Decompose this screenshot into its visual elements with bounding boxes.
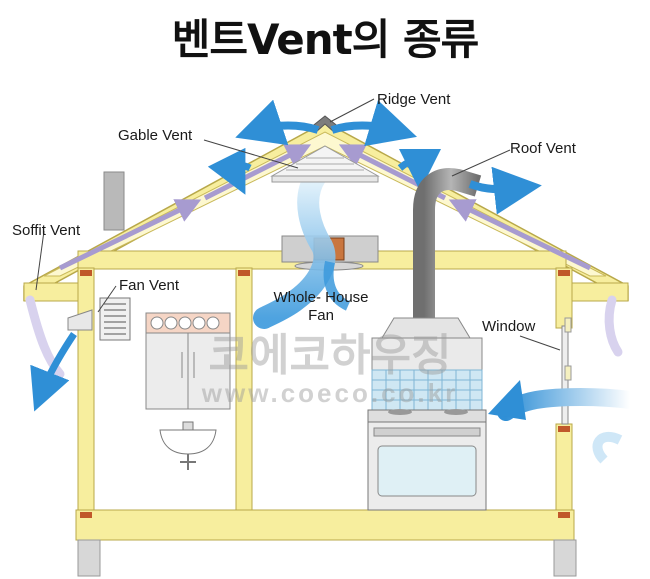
watermark-korean: 코에코하우징 [209, 330, 452, 381]
label-whole-house-fan-line2: Fan [308, 307, 334, 324]
label-roof-vent: Roof Vent [510, 140, 577, 157]
label-ridge-vent: Ridge Vent [377, 91, 451, 108]
watermark-url: www.coeco.co.kr [201, 378, 458, 408]
label-soffit-vent: Soffit Vent [12, 222, 81, 239]
whole-house-fan [253, 165, 379, 329]
gable-vent [270, 145, 380, 183]
leader-lines [35, 98, 561, 351]
stove [367, 409, 487, 511]
roof-vent-duct [413, 166, 542, 320]
watermark: 코에코하우징 www.coeco.co.kr [201, 330, 458, 408]
fan-vent [30, 297, 131, 412]
window [561, 317, 572, 425]
label-window: Window [482, 318, 536, 335]
window-airflow [488, 380, 639, 464]
bathroom-cabinet [145, 312, 231, 410]
labels: Ridge Vent Gable Vent Roof Vent Soffit V… [12, 91, 577, 335]
ridge-vent [207, 99, 441, 195]
range-hood [371, 317, 483, 371]
backsplash [371, 369, 483, 411]
page-title: 벤트Vent의 종류 [171, 15, 480, 64]
sink [159, 421, 217, 470]
label-whole-house-fan-line1: Whole- House [273, 289, 368, 306]
label-fan-vent: Fan Vent [119, 277, 180, 294]
label-gable-vent: Gable Vent [118, 127, 193, 144]
chimney [103, 171, 125, 231]
